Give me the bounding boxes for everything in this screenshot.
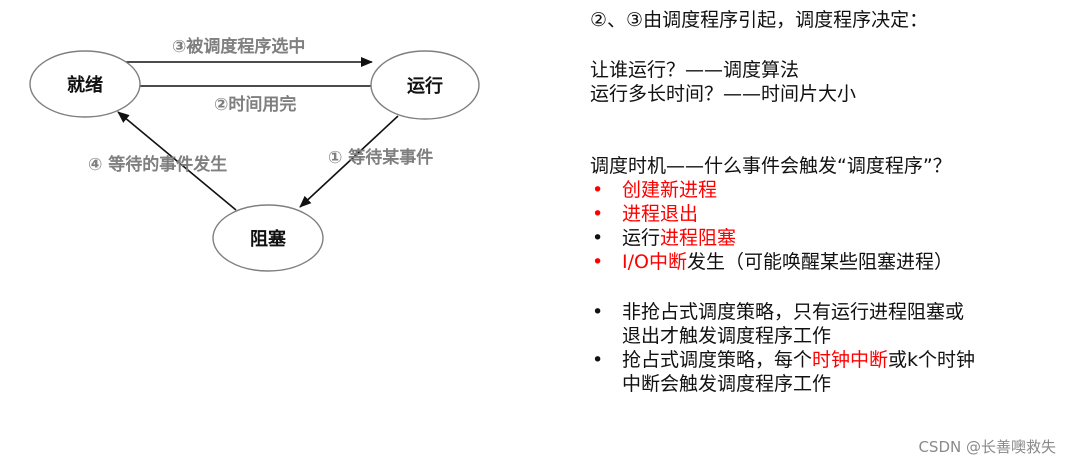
how-long-line: 运行多长时间？——时间片大小 [590, 83, 857, 105]
list-item-create-process: • 创建新进程 [590, 178, 1060, 202]
preemptive-line1-suffix: 或k个时钟 [888, 349, 976, 371]
trigger-process-exit: 进程退出 [622, 203, 699, 225]
state-running-label: 运行 [407, 75, 443, 97]
state-running: 运行 [370, 50, 480, 120]
non-preemptive-line1: 非抢占式调度策略，只有运行进程阻塞或 [622, 301, 965, 323]
trigger-block-prefix: 运行 [622, 227, 661, 249]
transition-label-event-occurs: ④ 等待的事件发生 [88, 154, 227, 175]
trigger-create-process: 创建新进程 [622, 179, 718, 201]
list-item-process-exit: • 进程退出 [590, 202, 1060, 226]
list-item-preemptive: • 抢占式调度策略，每个时钟中断或k个时钟 中断会触发调度程序工作 [590, 348, 1060, 396]
scheduler-heading: ②、③由调度程序引起，调度程序决定： [590, 9, 929, 31]
trigger-io-rest: 发生（可能唤醒某些阻塞进程） [686, 251, 953, 273]
preemptive-line2: 中断会触发调度程序工作 [622, 373, 832, 395]
list-item-io-interrupt: • I/O中断发生（可能唤醒某些阻塞进程） [590, 250, 1060, 274]
bullet-marker: • [592, 203, 604, 225]
arrow-blocked-to-ready [117, 111, 237, 211]
process-state-diagram: 就绪 运行 阻塞 ③被调度程序选中 ②时间用完 ① 等待某事件 ④ 等待的事件发… [29, 36, 480, 272]
state-ready-label: 就绪 [67, 74, 103, 96]
preemptive-line1-prefix: 抢占式调度策略，每个 [622, 349, 813, 371]
scheduling-timing-title: 调度时机——什么事件会触发“调度程序”？ [590, 155, 952, 177]
bullet-marker: • [592, 227, 604, 249]
transition-label-selected: ③被调度程序选中 [172, 36, 305, 57]
who-runs-line: 让谁运行？——调度算法 [590, 59, 800, 81]
transition-label-timeout: ②时间用完 [214, 94, 296, 115]
trigger-io-highlight: I/O中断 [622, 251, 687, 273]
transition-label-wait-event: ① 等待某事件 [328, 147, 433, 168]
explanation-panel: ②、③由调度程序引起，调度程序决定： 让谁运行？——调度算法 运行多长时间？——… [590, 8, 1060, 396]
list-item-process-block: • 运行进程阻塞 [590, 226, 1060, 250]
csdn-watermark: CSDN @长善噢救失 [918, 438, 1056, 456]
bullet-marker: • [592, 301, 604, 323]
bullet-marker: • [592, 349, 604, 371]
trigger-block-highlight: 进程阻塞 [660, 227, 737, 249]
state-ready: 就绪 [29, 50, 141, 118]
list-item-non-preemptive: • 非抢占式调度策略，只有运行进程阻塞或 退出才触发调度程序工作 [590, 300, 1060, 348]
arrow-running-to-blocked [299, 115, 399, 208]
bullet-marker: • [592, 251, 604, 273]
state-blocked-label: 阻塞 [250, 228, 287, 250]
preemptive-clock-interrupt: 时钟中断 [812, 349, 889, 371]
bullet-marker: • [592, 179, 604, 201]
non-preemptive-line2: 退出才触发调度程序工作 [622, 325, 832, 347]
state-blocked: 阻塞 [212, 204, 324, 272]
